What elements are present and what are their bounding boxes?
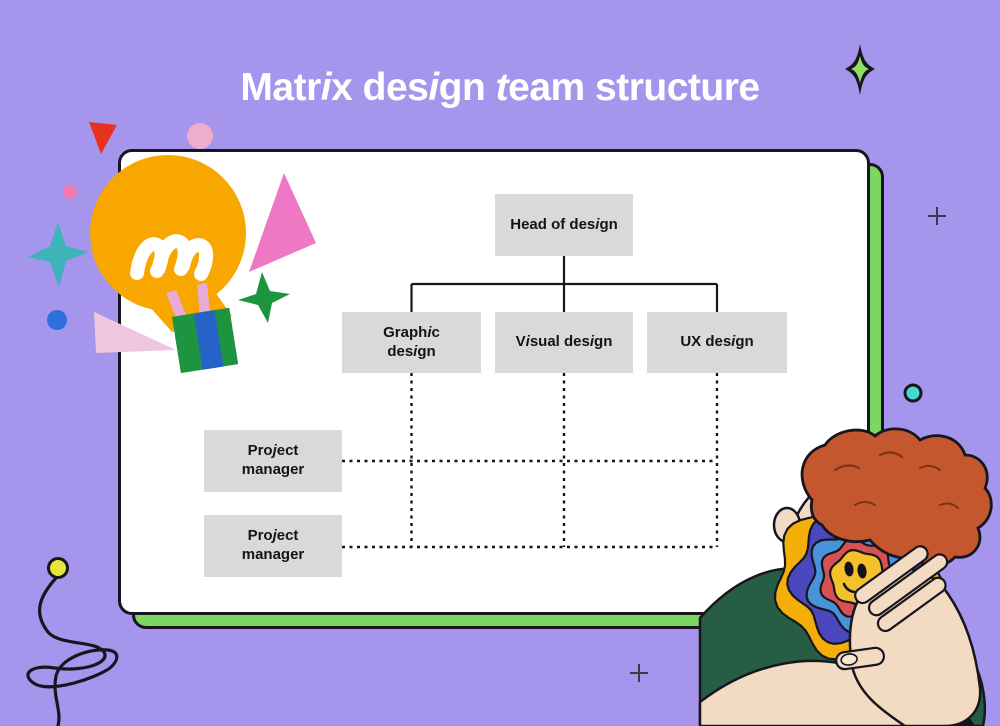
org-node-label: Head of design	[510, 215, 618, 233]
org-node-label: Project manager	[241, 527, 305, 563]
yellow-dot	[47, 557, 69, 579]
org-node-label: UX design	[680, 333, 754, 351]
teal-ring-dot	[903, 383, 923, 403]
org-node-label: Project manager	[241, 442, 305, 478]
org-node-project-manager-2: Project manager	[204, 515, 342, 577]
org-node-label: Graphic design	[383, 323, 440, 360]
org-node-ux-design: UX design	[647, 312, 787, 373]
pink-dot	[63, 185, 77, 199]
red-triangle	[89, 122, 117, 154]
org-node-graphic-design: Graphic design	[342, 312, 481, 373]
org-node-head-of-design: Head of design	[495, 194, 633, 256]
page-title: Matrix design team structure	[240, 66, 760, 109]
pink-circle	[187, 123, 213, 149]
blue-dot	[47, 310, 67, 330]
org-node-visual-design: Visual design	[495, 312, 633, 373]
org-node-label: Visual design	[515, 333, 613, 351]
doodle-squiggle	[26, 576, 119, 726]
underarm-shadow	[870, 688, 975, 726]
character-thumb	[835, 646, 886, 671]
character-forearm	[698, 659, 940, 726]
plus-icon-right	[928, 207, 946, 225]
teal-star	[28, 222, 88, 287]
shirt-fold-shadow	[700, 702, 940, 726]
plus-icon-bottom	[630, 664, 648, 682]
org-node-project-manager-1: Project manager	[204, 430, 342, 492]
